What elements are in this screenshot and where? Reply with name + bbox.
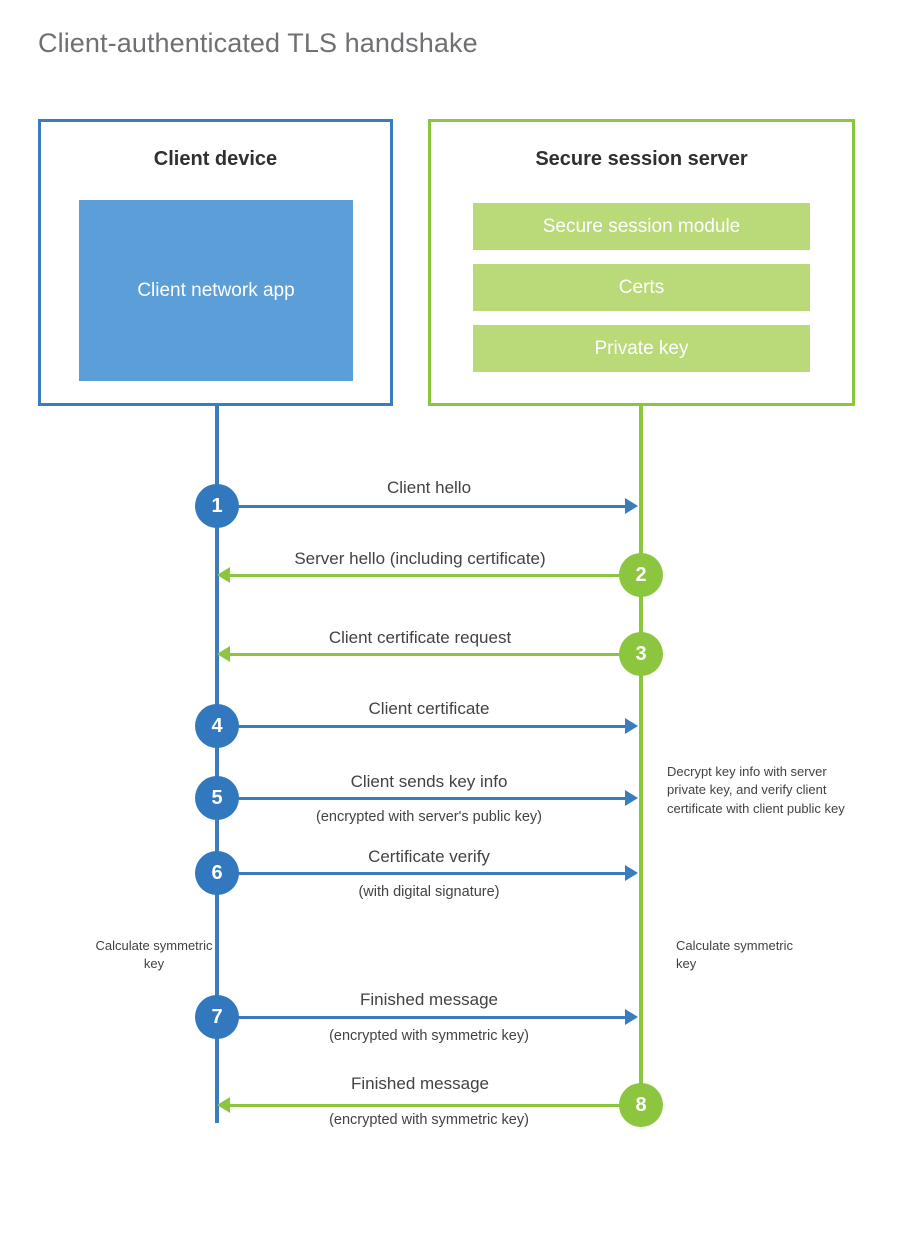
step-5-sublabel: (encrypted with server's public key) xyxy=(316,809,542,825)
step-7-sublabel: (encrypted with symmetric key) xyxy=(329,1028,529,1044)
step-6-sublabel: (with digital signature) xyxy=(358,884,500,900)
step-1-marker: 1 xyxy=(195,484,239,528)
server-component-private-key: Private key xyxy=(473,325,810,372)
step-6-label: Certificate verify xyxy=(368,847,490,866)
step-1-arrow-head-icon xyxy=(625,498,638,514)
step-2-marker: 2 xyxy=(619,553,663,597)
step-2-label: Server hello (including certificate) xyxy=(294,549,546,568)
step-6-arrow-line xyxy=(217,872,625,875)
page-title: Client-authenticated TLS handshake xyxy=(38,28,478,58)
step-7-marker: 7 xyxy=(195,995,239,1039)
step-8-arrow-line xyxy=(230,1104,625,1107)
step-8-marker: 8 xyxy=(619,1083,663,1127)
server-decrypt-annotation: Decrypt key info with server private key… xyxy=(667,764,845,816)
step-8-sublabel: (encrypted with symmetric key) xyxy=(329,1112,529,1128)
step-2-arrow-head-icon xyxy=(217,567,230,583)
client-calculate-symmetric-key-annotation: Calculate symmetric key xyxy=(95,938,213,972)
step-5-arrow-head-icon xyxy=(625,790,638,806)
step-1-label: Client hello xyxy=(386,478,472,497)
server-component-certs: Certs xyxy=(473,264,810,311)
step-8-label: Finished message xyxy=(351,1074,489,1093)
step-5-arrow-line xyxy=(217,797,625,800)
step-3-arrow-head-icon xyxy=(217,646,230,662)
step-1-arrow-line xyxy=(217,505,625,508)
step-6-marker: 6 xyxy=(195,851,239,895)
step-4-marker: 4 xyxy=(195,704,239,748)
step-3-arrow-line xyxy=(230,653,625,656)
client-device-title: Client device xyxy=(153,148,278,170)
step-3-marker: 3 xyxy=(619,632,663,676)
client-device-box: Client device Client network app xyxy=(38,119,393,406)
step-7-label: Finished message xyxy=(360,990,498,1009)
client-network-app-block: Client network app xyxy=(79,200,353,381)
step-2-arrow-line xyxy=(230,574,625,577)
step-4-arrow-line xyxy=(217,725,625,728)
client-lifeline xyxy=(215,403,219,1123)
step-7-arrow-line xyxy=(217,1016,625,1019)
secure-session-server-box: Secure session server Secure session mod… xyxy=(428,119,855,406)
step-5-label: Client sends key info xyxy=(350,772,508,791)
step-8-arrow-head-icon xyxy=(217,1097,230,1113)
secure-session-server-title: Secure session server xyxy=(535,148,748,170)
step-4-arrow-head-icon xyxy=(625,718,638,734)
step-3-label: Client certificate request xyxy=(328,628,512,647)
step-6-arrow-head-icon xyxy=(625,865,638,881)
step-7-arrow-head-icon xyxy=(625,1009,638,1025)
step-4-label: Client certificate xyxy=(368,699,490,718)
server-calculate-symmetric-key-annotation: Calculate symmetric key xyxy=(676,938,794,972)
step-5-marker: 5 xyxy=(195,776,239,820)
server-component-secure-session-module: Secure session module xyxy=(473,203,810,250)
server-lifeline xyxy=(639,403,643,1105)
